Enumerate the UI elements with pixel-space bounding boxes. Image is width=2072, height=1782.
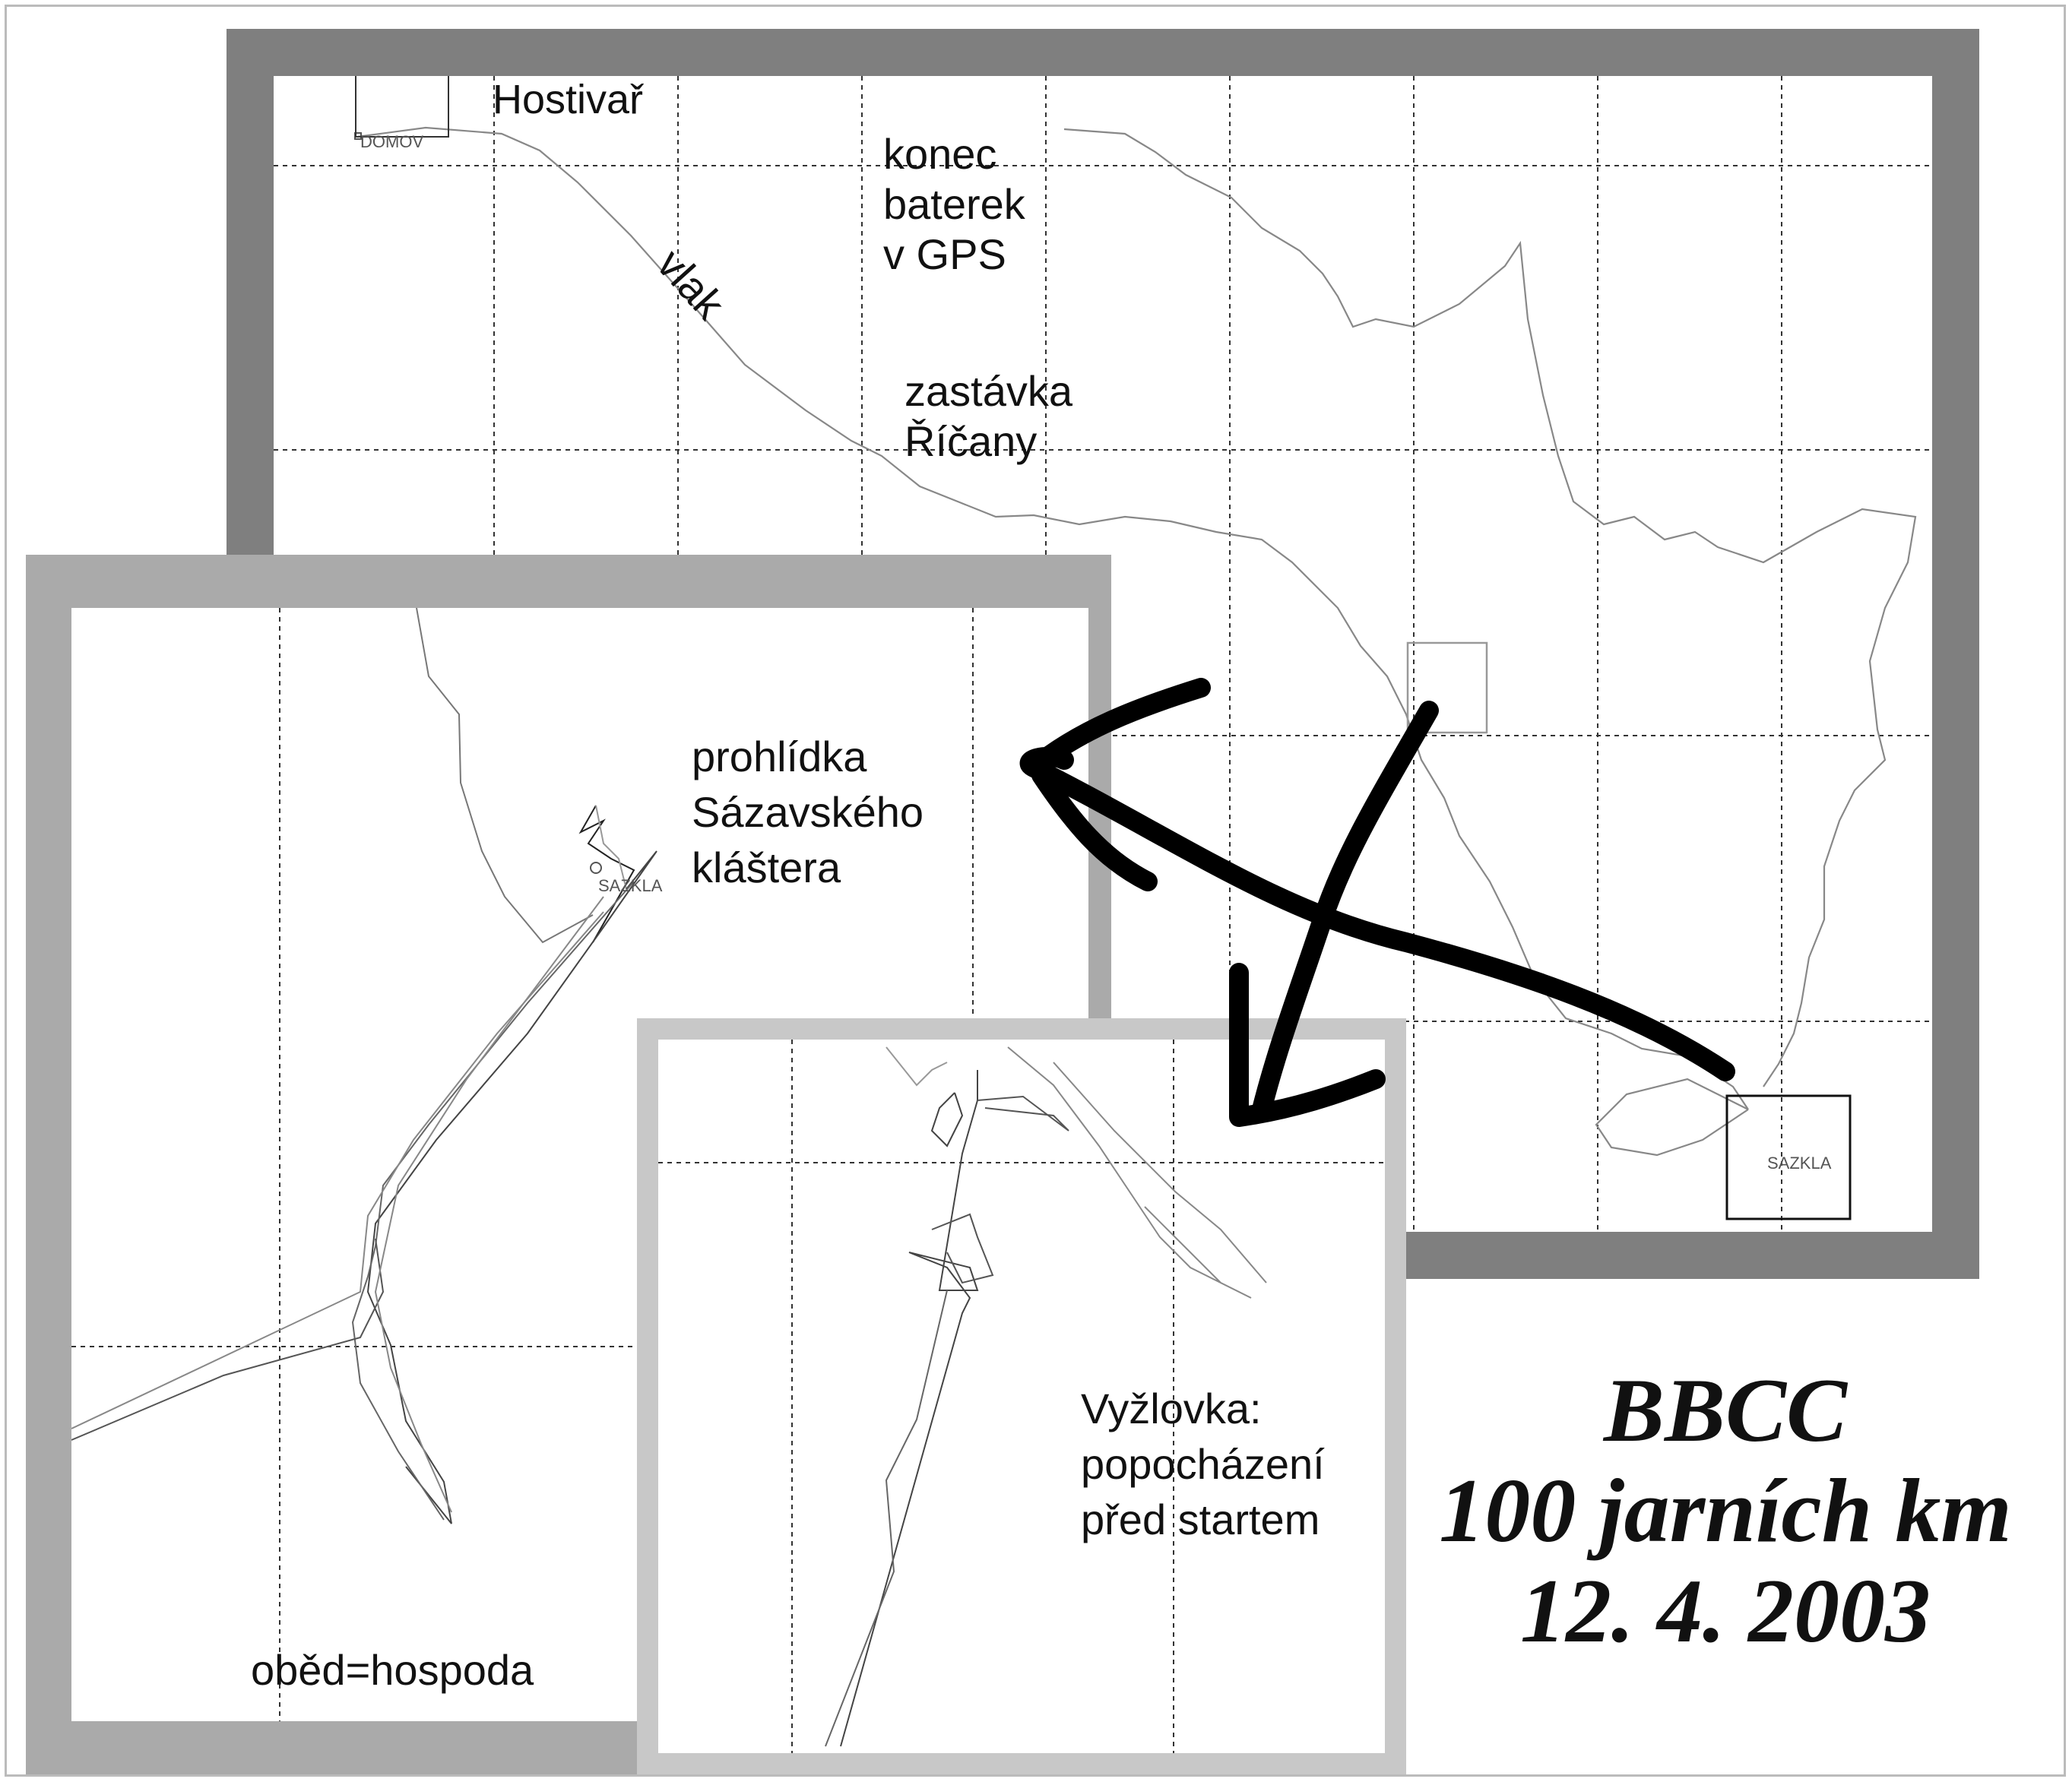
label-hostivar: Hostivař: [493, 77, 644, 122]
label-walking-line2: popocházení: [1081, 1439, 1325, 1488]
event-title-line3: 12. 4. 2003: [1520, 1560, 1931, 1661]
label-walking-line3: před startem: [1081, 1495, 1320, 1543]
label-battery-line1: konec: [883, 130, 997, 178]
sazava-inset-box[interactable]: [1406, 641, 1488, 734]
event-title: BBCC 100 jarních km 12. 4. 2003: [1391, 1360, 2060, 1661]
label-monastery: prohlídka Sázavského kláštera: [692, 730, 924, 895]
vyzlovka-inset-svg: [658, 1040, 1385, 1753]
vyzlovka-inset-map[interactable]: Vyžlovka: popocházení před startem: [658, 1040, 1385, 1753]
label-monastery-line1: prohlídka: [692, 733, 867, 780]
sazava-inset-svg: [71, 608, 1088, 1721]
vyzlovka-grid: [658, 1040, 1385, 1753]
page-border: [5, 5, 2066, 1777]
vyzlovka-inset-frame: Vyžlovka: popocházení před startem: [637, 1018, 1406, 1774]
waypoint-sazkla-main: SAZKLA: [1767, 1154, 1832, 1173]
label-monastery-line3: kláštera: [692, 843, 841, 891]
label-walking-line1: Vyžlovka:: [1081, 1385, 1262, 1432]
sazava-tracks: [71, 608, 657, 1524]
home-box: [355, 76, 449, 138]
label-monastery-line2: Sázavského: [692, 787, 924, 836]
label-battery: konec baterek v GPS: [883, 129, 1025, 280]
label-station-line2: Říčany: [905, 417, 1038, 466]
vyzlovka-inset-box[interactable]: [1725, 1094, 1852, 1220]
label-lunch: oběd=hospoda: [251, 1646, 534, 1694]
label-station-line1: zastávka: [905, 367, 1072, 415]
label-walking: Vyžlovka: popocházení před startem: [1081, 1382, 1325, 1547]
label-station: zastávka Říčany: [905, 366, 1072, 467]
waypoint-sazkla-inset: SAZKLA: [598, 876, 663, 895]
label-battery-line2: baterek: [883, 180, 1025, 229]
gps-track-loop: [1595, 1078, 1749, 1157]
waypoint-domov: DOMOV: [360, 132, 424, 151]
vyzlovka-tracks: [825, 1046, 1267, 1747]
gps-track-north: [1063, 128, 1917, 1087]
label-battery-line3: v GPS: [883, 230, 1006, 279]
event-title-line2: 100 jarních km: [1439, 1460, 2012, 1561]
event-title-line1: BBCC: [1603, 1359, 1848, 1461]
